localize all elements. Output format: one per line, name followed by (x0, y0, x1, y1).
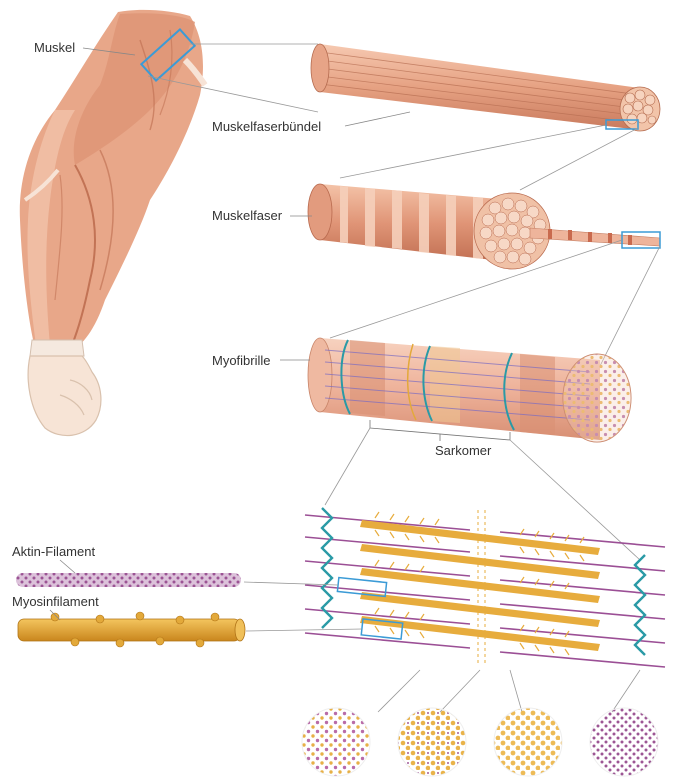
leader-myosin-to-detail (246, 629, 362, 631)
muscle-fiber (308, 184, 660, 269)
label-myosinfilament: Myosinfilament (12, 594, 99, 609)
cross-section-overlap (398, 708, 466, 776)
myosin-filament-illustration (18, 612, 245, 647)
cross-section-leaders (378, 670, 640, 712)
label-myofibrille: Myofibrille (212, 353, 271, 368)
label-muskel: Muskel (34, 40, 75, 55)
leader-actin-to-detail (244, 582, 338, 585)
muscle-fiber-bundle (311, 44, 660, 131)
cross-section-h-zone (494, 708, 562, 776)
label-muskelfaserbuendel: Muskelfaserbündel (212, 119, 321, 134)
arm-illustration (20, 10, 205, 436)
label-leader-aktin (60, 560, 75, 573)
zoom-lines-bundle (340, 125, 638, 190)
label-sarkomer: Sarkomer (435, 443, 492, 458)
myofibril (308, 338, 631, 442)
actin-filament-illustration (16, 573, 241, 587)
sarcomere-detail (305, 508, 665, 667)
cross-section-i-band (590, 708, 658, 776)
cross-section-a-band (302, 708, 370, 776)
actin-highlight-box (337, 578, 386, 597)
label-muskelfaser: Muskelfaser (212, 208, 283, 223)
label-aktin-filament: Aktin-Filament (12, 544, 95, 559)
label-leader-bundle (345, 112, 410, 126)
